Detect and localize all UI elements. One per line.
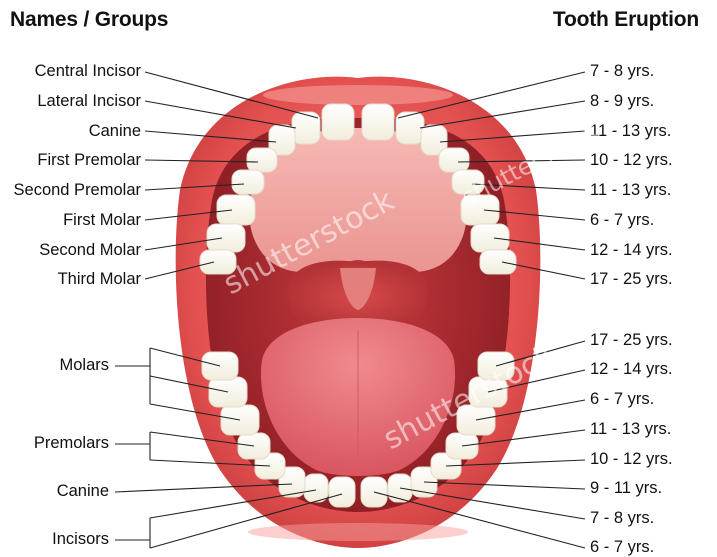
upper-central-incisor-right	[362, 104, 394, 140]
upper-central-incisor-left	[322, 104, 354, 140]
group-premolars: Premolars	[34, 433, 109, 453]
upper-first-premolar-right	[439, 148, 469, 172]
eruption-lower-3: 6 - 7 yrs.	[590, 389, 654, 409]
eruption-lower-1: 17 - 25 yrs.	[590, 330, 673, 350]
lower-lip-highlight	[248, 523, 468, 541]
eruption-lower-6: 9 - 11 yrs.	[590, 478, 662, 498]
upper-lateral-incisor-right	[396, 112, 424, 144]
name-second-molar: Second Molar	[39, 240, 141, 260]
eruption-upper-7: 12 - 14 yrs.	[590, 240, 673, 260]
upper-lip-highlight	[263, 85, 453, 105]
upper-second-premolar-right	[452, 170, 484, 194]
eruption-upper-4: 10 - 12 yrs.	[590, 150, 673, 170]
eruption-upper-2: 8 - 9 yrs.	[590, 91, 654, 111]
upper-second-molar-left	[207, 224, 245, 252]
tooth-eruption-heading: Tooth Eruption	[553, 8, 699, 32]
eruption-upper-5: 11 - 13 yrs.	[590, 180, 671, 200]
name-central-incisor: Central Incisor	[35, 61, 141, 81]
name-canine-upper: Canine	[89, 121, 141, 141]
upper-second-premolar-left	[232, 170, 264, 194]
group-canine: Canine	[57, 481, 109, 501]
eruption-lower-7: 7 - 8 yrs.	[590, 508, 654, 528]
group-molars: Molars	[59, 355, 109, 375]
eruption-upper-3: 11 - 13 yrs.	[590, 121, 671, 141]
upper-lateral-incisor-left	[292, 112, 320, 144]
eruption-upper-1: 7 - 8 yrs.	[590, 61, 654, 81]
eruption-lower-8: 6 - 7 yrs.	[590, 537, 654, 557]
name-first-molar: First Molar	[63, 210, 141, 230]
upper-first-molar-left	[217, 195, 255, 225]
upper-second-molar-right	[471, 224, 509, 252]
lower-central-incisor-left	[329, 477, 355, 507]
name-first-premolar: First Premolar	[37, 150, 141, 170]
eruption-upper-6: 6 - 7 yrs.	[590, 210, 654, 230]
eruption-upper-8: 17 - 25 yrs.	[590, 269, 673, 289]
eruption-lower-4: 11 - 13 yrs.	[590, 419, 671, 439]
lower-lateral-incisor-left	[304, 474, 328, 502]
names-groups-heading: Names / Groups	[10, 8, 168, 32]
upper-third-molar-left	[200, 250, 236, 274]
upper-first-molar-right	[461, 195, 499, 225]
eruption-lower-2: 12 - 14 yrs.	[590, 359, 673, 379]
name-lateral-incisor: Lateral Incisor	[37, 91, 141, 111]
name-second-premolar: Second Premolar	[14, 180, 141, 200]
upper-third-molar-right	[480, 250, 516, 274]
group-incisors: Incisors	[52, 529, 109, 549]
eruption-lower-5: 10 - 12 yrs.	[590, 449, 673, 469]
upper-first-premolar-left	[247, 148, 277, 172]
name-third-molar: Third Molar	[58, 269, 141, 289]
